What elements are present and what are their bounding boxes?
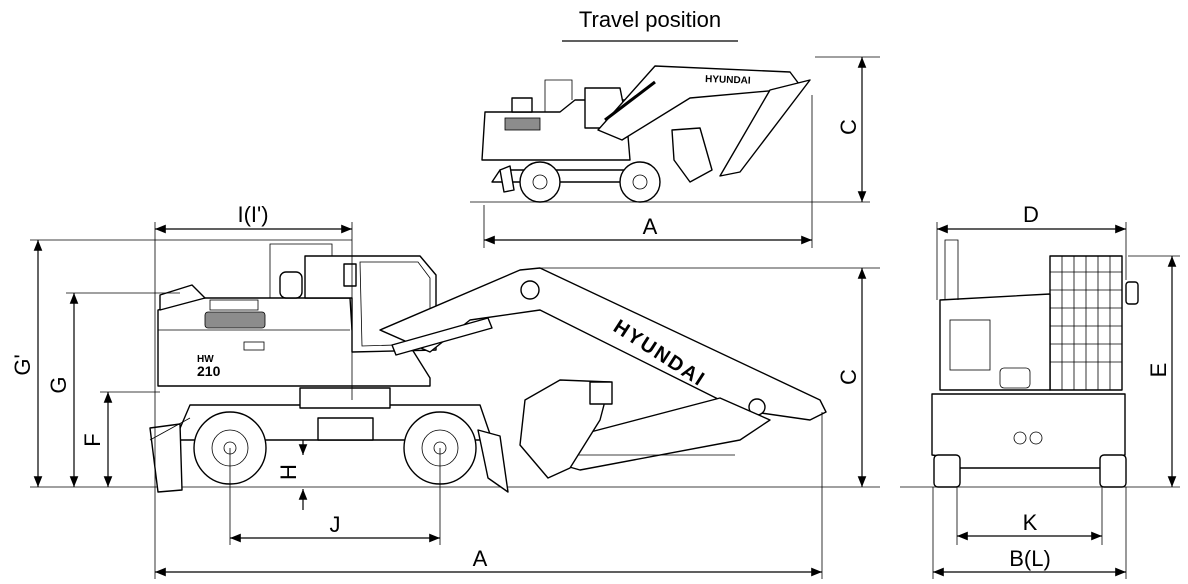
travel-engine-box xyxy=(511,97,533,113)
side-dozer-blade xyxy=(477,429,509,493)
side-label-g: G xyxy=(46,376,71,393)
side-label-f: F xyxy=(80,433,105,446)
travel-rear-hub xyxy=(532,174,548,190)
front-label-d: D xyxy=(1023,202,1039,227)
side-boom-pivot xyxy=(520,280,540,300)
front-label-e: E xyxy=(1146,363,1171,378)
side-label-j: J xyxy=(330,512,341,537)
front-right-wheel xyxy=(1099,454,1127,488)
side-model-badge-bottom: 210 xyxy=(197,363,221,379)
travel-position-excavator: HYUNDAI C A xyxy=(470,56,880,248)
travel-outrigger xyxy=(499,165,515,193)
side-view-excavator: HW 210 HYUNDAI xyxy=(10,202,880,580)
side-mirror xyxy=(343,263,357,287)
side-swing-bearing xyxy=(299,387,391,409)
front-handrail xyxy=(944,239,959,300)
travel-boom-brand: HYUNDAI xyxy=(705,74,751,87)
side-bucket-link xyxy=(589,381,613,405)
front-engine-detail xyxy=(949,319,991,371)
side-badge-plate xyxy=(243,341,265,351)
front-pivot-left xyxy=(1013,431,1027,445)
side-counterweight-cap xyxy=(159,284,206,311)
front-lower-frame xyxy=(931,393,1126,469)
side-outrigger-arm xyxy=(149,417,191,441)
front-label-k: K xyxy=(1023,510,1038,535)
travel-side-panel xyxy=(504,117,541,131)
travel-label-a: A xyxy=(643,214,658,239)
front-label-b: B(L) xyxy=(1009,546,1051,571)
front-left-wheel xyxy=(933,454,961,488)
front-mirror xyxy=(1125,281,1139,305)
travel-handrail xyxy=(544,79,573,112)
side-label-a: A xyxy=(473,546,488,571)
travel-bucket xyxy=(671,127,713,183)
side-toolbox xyxy=(317,417,374,441)
travel-arm xyxy=(719,79,811,177)
side-label-i: I(I') xyxy=(237,202,268,227)
front-engine-housing xyxy=(939,293,1051,391)
front-pivot-right xyxy=(1029,431,1043,445)
travel-label-c: C xyxy=(836,119,861,135)
side-label-gprime: G' xyxy=(10,354,35,375)
side-side-panel xyxy=(204,311,266,329)
travel-rear-wheel xyxy=(519,161,561,203)
front-cab-grid xyxy=(1050,256,1122,390)
side-air-filter xyxy=(279,271,303,299)
travel-front-wheel xyxy=(619,161,661,203)
side-bucket xyxy=(519,379,611,479)
side-label-c: C xyxy=(836,369,861,385)
front-view-excavator: D E K B(L) xyxy=(900,202,1180,579)
front-battery xyxy=(999,367,1031,389)
travel-position-title-text: Travel position xyxy=(579,7,721,32)
side-boom-cylinder xyxy=(391,317,493,356)
side-grille xyxy=(209,299,259,311)
travel-front-hub xyxy=(632,174,648,190)
travel-position-title: Travel position xyxy=(562,7,738,42)
travel-boom-cylinder xyxy=(604,80,656,122)
side-label-h: H xyxy=(276,464,301,480)
side-model-badge-top: HW xyxy=(197,354,214,365)
